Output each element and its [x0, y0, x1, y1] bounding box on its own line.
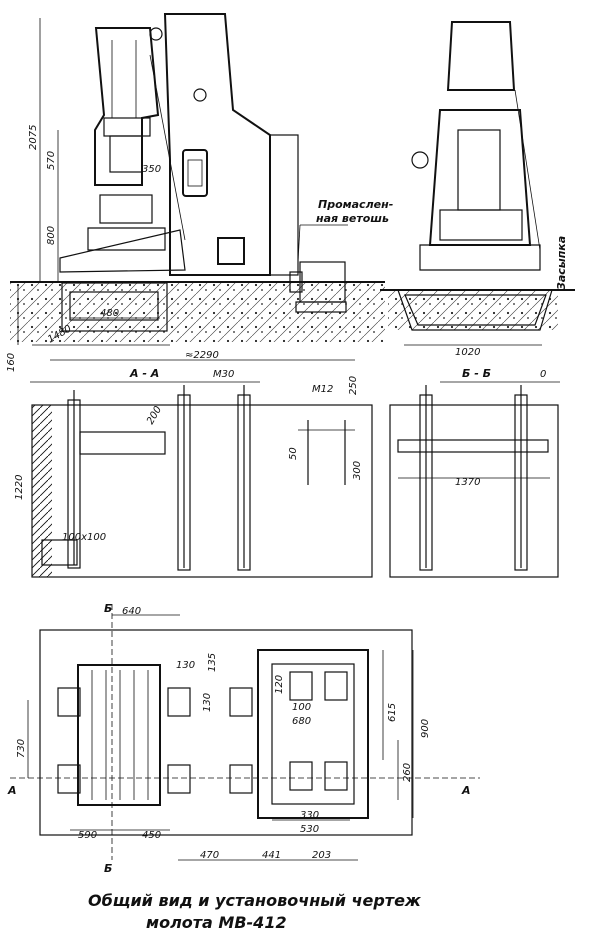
dim-800: 800 — [46, 226, 57, 245]
plan-view: Б Б А А 640 130 135 130 120 100 680 615 … — [7, 602, 480, 875]
section-b-b: Б - Б 0 1370 — [389, 367, 560, 578]
dim-0: 0 — [540, 369, 546, 380]
label-backfill: Засыпка — [555, 236, 568, 290]
cut-a-left: А — [7, 784, 17, 797]
dim-450: 450 — [142, 830, 161, 841]
dim-1220: 1220 — [14, 475, 25, 500]
cut-b-top: Б — [104, 602, 112, 615]
dim-50: 50 — [288, 447, 299, 460]
dim-570: 570 — [46, 151, 57, 170]
dim-530: 530 — [300, 824, 319, 835]
dim-470: 470 — [200, 850, 219, 861]
bolt-pockets-plan — [57, 671, 348, 794]
motor-base-plan — [257, 649, 369, 819]
dim-203: 203 — [312, 850, 331, 861]
dim-640: 640 — [122, 606, 141, 617]
dim-900: 900 — [420, 719, 431, 738]
dim-1020: 1020 — [455, 347, 480, 358]
dim-m12: М12 — [312, 384, 333, 395]
front-view: 2075 570 800 350 480 1480 ≈2290 160 Пром… — [6, 13, 393, 372]
dim-100: 100 — [292, 702, 311, 713]
dim-441: 441 — [262, 850, 281, 861]
dim-330: 330 — [300, 810, 319, 821]
control-window — [182, 149, 208, 197]
note-oiled-rag-2: ная ветошь — [316, 212, 389, 225]
side-view: 1020 Засыпка — [380, 21, 575, 358]
dim-1370: 1370 — [455, 477, 480, 488]
dim-260: 260 — [402, 763, 413, 782]
dim-250: 250 — [348, 376, 359, 395]
drawing-title-line-1: Общий вид и установочный чертеж — [88, 891, 422, 910]
anvil-block-plan — [77, 664, 161, 806]
dim-m30: М30 — [213, 369, 234, 380]
dim-350: 350 — [142, 164, 161, 175]
dim-100x100: 100x100 — [62, 532, 106, 543]
section-b-b-title: Б - Б — [462, 367, 491, 380]
dim-615: 615 — [387, 703, 398, 722]
dim-120: 120 — [274, 675, 285, 694]
hammer-column — [94, 27, 160, 186]
cut-b-bottom: Б — [104, 862, 112, 875]
dim-135: 135 — [207, 653, 218, 672]
note-oiled-rag-1: Промаслен- — [318, 198, 393, 211]
dim-130-a: 130 — [176, 660, 195, 671]
drawing-title-line-2: молота МВ-412 — [146, 913, 287, 932]
dim-680: 680 — [292, 716, 311, 727]
dim-200: 200 — [145, 404, 164, 426]
dim-160: 160 — [6, 353, 17, 372]
dim-480: 480 — [100, 308, 119, 319]
dim-2075: 2075 — [28, 125, 39, 150]
cut-a-right: А — [461, 784, 471, 797]
dim-300: 300 — [352, 461, 363, 480]
dim-2290: ≈2290 — [185, 350, 219, 361]
dim-130-b: 130 — [202, 693, 213, 712]
section-a-a: А - А М30 М12 250 200 1220 50 300 100x10… — [14, 367, 373, 578]
dim-590: 590 — [78, 830, 97, 841]
dim-730: 730 — [16, 739, 27, 758]
section-a-a-title: А - А — [129, 367, 159, 380]
anchor-bolts-a — [67, 385, 355, 571]
anvil-pit — [61, 282, 168, 332]
